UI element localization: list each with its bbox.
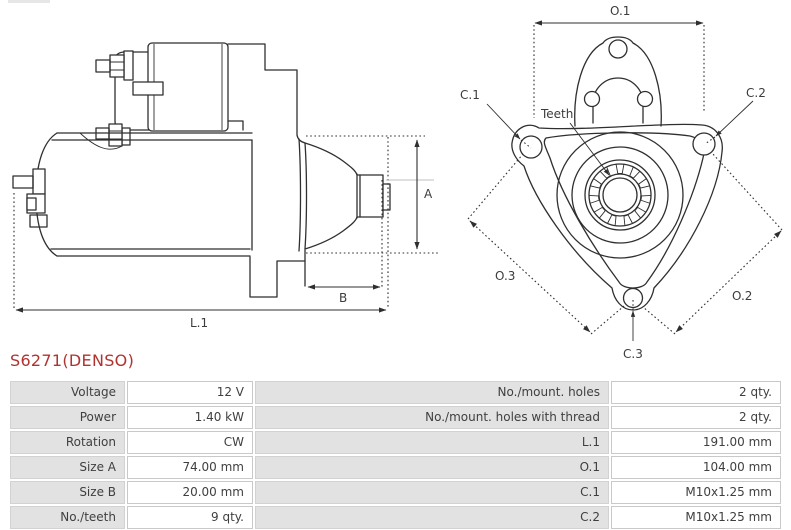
dimension-A: A [306,135,440,254]
spec-label-cell: No./mount. holes with thread [255,406,609,429]
dimension-B: B [307,180,383,305]
callout-C3: C.3 [623,299,643,361]
callout-C2: C.2 [704,86,766,145]
pinion-gear [359,174,391,218]
callout-C1: C.1 [460,88,532,149]
dimension-O3: O.3 [467,153,625,335]
dimension-L1: L.1 [13,137,389,330]
part-number-title: S6271(DENSO) [10,351,135,370]
spec-label-cell: Size A [10,456,125,479]
mount-hole-c3 [622,287,644,309]
drive-end-housing [227,43,361,298]
cropped-artifact [8,0,50,3]
spec-label-cell: Size B [10,481,125,504]
callout-label-C2: C.2 [746,86,766,100]
callout-label-teeth: Teeth [540,107,573,121]
mounting-flange [511,123,723,311]
starter-front-view-drawing: O.1 O.3 O.2 C.1 C.2 [460,4,783,361]
mount-hole-c1 [519,135,543,159]
mount-hole-c2 [692,132,716,156]
spec-label-cell: Voltage [10,381,125,404]
pinion-teeth [588,163,652,227]
spec-value-cell: 1.40 kW [127,406,253,429]
spec-value-cell: 9 qty. [127,506,253,529]
dimension-O1: O.1 [533,4,705,118]
starter-side-view-drawing: L.1 A B [12,42,440,330]
callout-teeth: Teeth [540,107,610,176]
dim-label-L1: L.1 [190,316,208,330]
spec-value-cell: CW [127,431,253,454]
spec-value-cell: 12 V [127,381,253,404]
dim-label-O2: O.2 [732,289,752,303]
spec-value-cell: 191.00 mm [611,431,781,454]
dim-label-A: A [424,187,433,201]
spec-value-cell: 104.00 mm [611,456,781,479]
spec-value-cell: 20.00 mm [127,481,253,504]
spec-value-cell: 2 qty. [611,381,781,404]
top-arch-bracket [574,36,662,127]
dim-label-O3: O.3 [495,269,515,283]
spec-label-cell: No./mount. holes [255,381,609,404]
spec-label-cell: C.1 [255,481,609,504]
spec-value-cell: M10x1.25 mm [611,481,781,504]
dimension-O2: O.2 [642,152,783,335]
spec-value-cell: 74.00 mm [127,456,253,479]
center-bore [556,131,684,259]
spec-value-cell: 2 qty. [611,406,781,429]
dim-label-B: B [339,291,347,305]
spec-label-cell: No./teeth [10,506,125,529]
spec-value-cell: M10x1.25 mm [611,506,781,529]
spec-label-cell: O.1 [255,456,609,479]
spec-label-cell: L.1 [255,431,609,454]
spec-label-cell: Power [10,406,125,429]
spec-label-cell: C.2 [255,506,609,529]
callout-label-C1: C.1 [460,88,480,102]
rear-studs [12,168,48,228]
spec-label-cell: Rotation [10,431,125,454]
callout-label-C3: C.3 [623,347,643,361]
motor-body [35,132,253,257]
dim-label-O1: O.1 [610,4,630,18]
